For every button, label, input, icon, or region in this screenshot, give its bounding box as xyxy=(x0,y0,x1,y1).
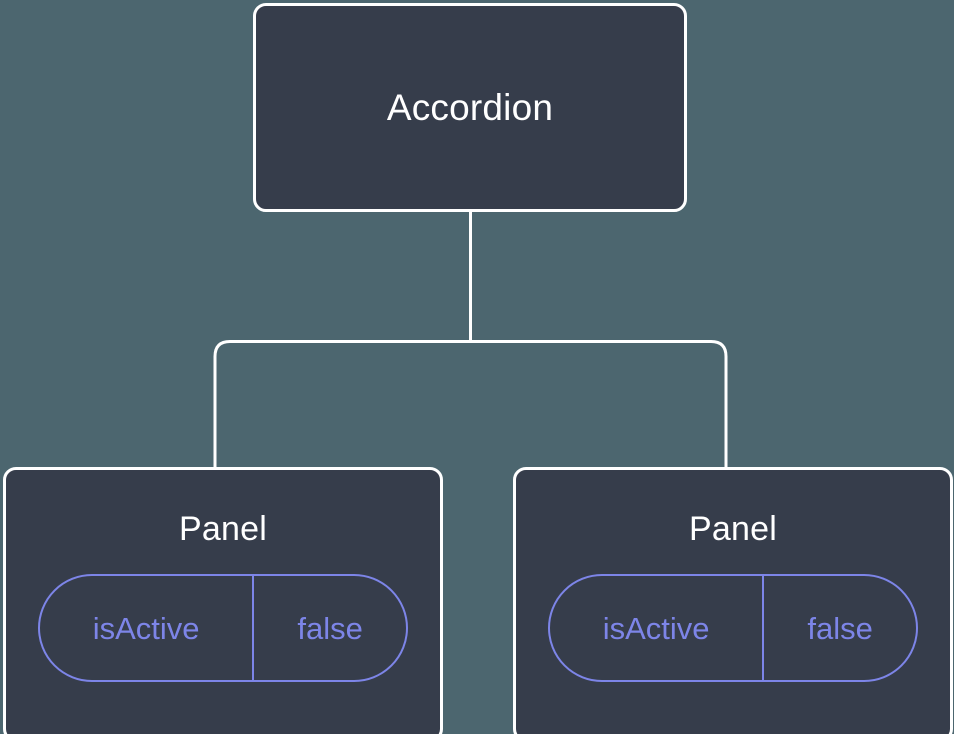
connector-branch-right xyxy=(470,340,728,470)
node-panel-left-title: Panel xyxy=(179,510,267,548)
node-accordion-title: Accordion xyxy=(386,87,554,128)
node-accordion[interactable]: Accordion xyxy=(253,3,687,212)
node-panel-right-title: Panel xyxy=(689,510,777,548)
prop-value-isactive: false xyxy=(297,610,363,646)
node-panel-right[interactable]: Panel isActive false xyxy=(513,467,953,734)
prop-key-isactive: isActive xyxy=(550,576,765,680)
node-panel-left[interactable]: Panel isActive false xyxy=(3,467,443,734)
connector-branch-left xyxy=(213,340,471,470)
prop-pill-panel-right[interactable]: isActive false xyxy=(548,574,918,682)
prop-pill-panel-left[interactable]: isActive false xyxy=(38,574,408,682)
prop-key-isactive: isActive xyxy=(40,576,255,680)
prop-value-isactive: false xyxy=(807,610,873,646)
